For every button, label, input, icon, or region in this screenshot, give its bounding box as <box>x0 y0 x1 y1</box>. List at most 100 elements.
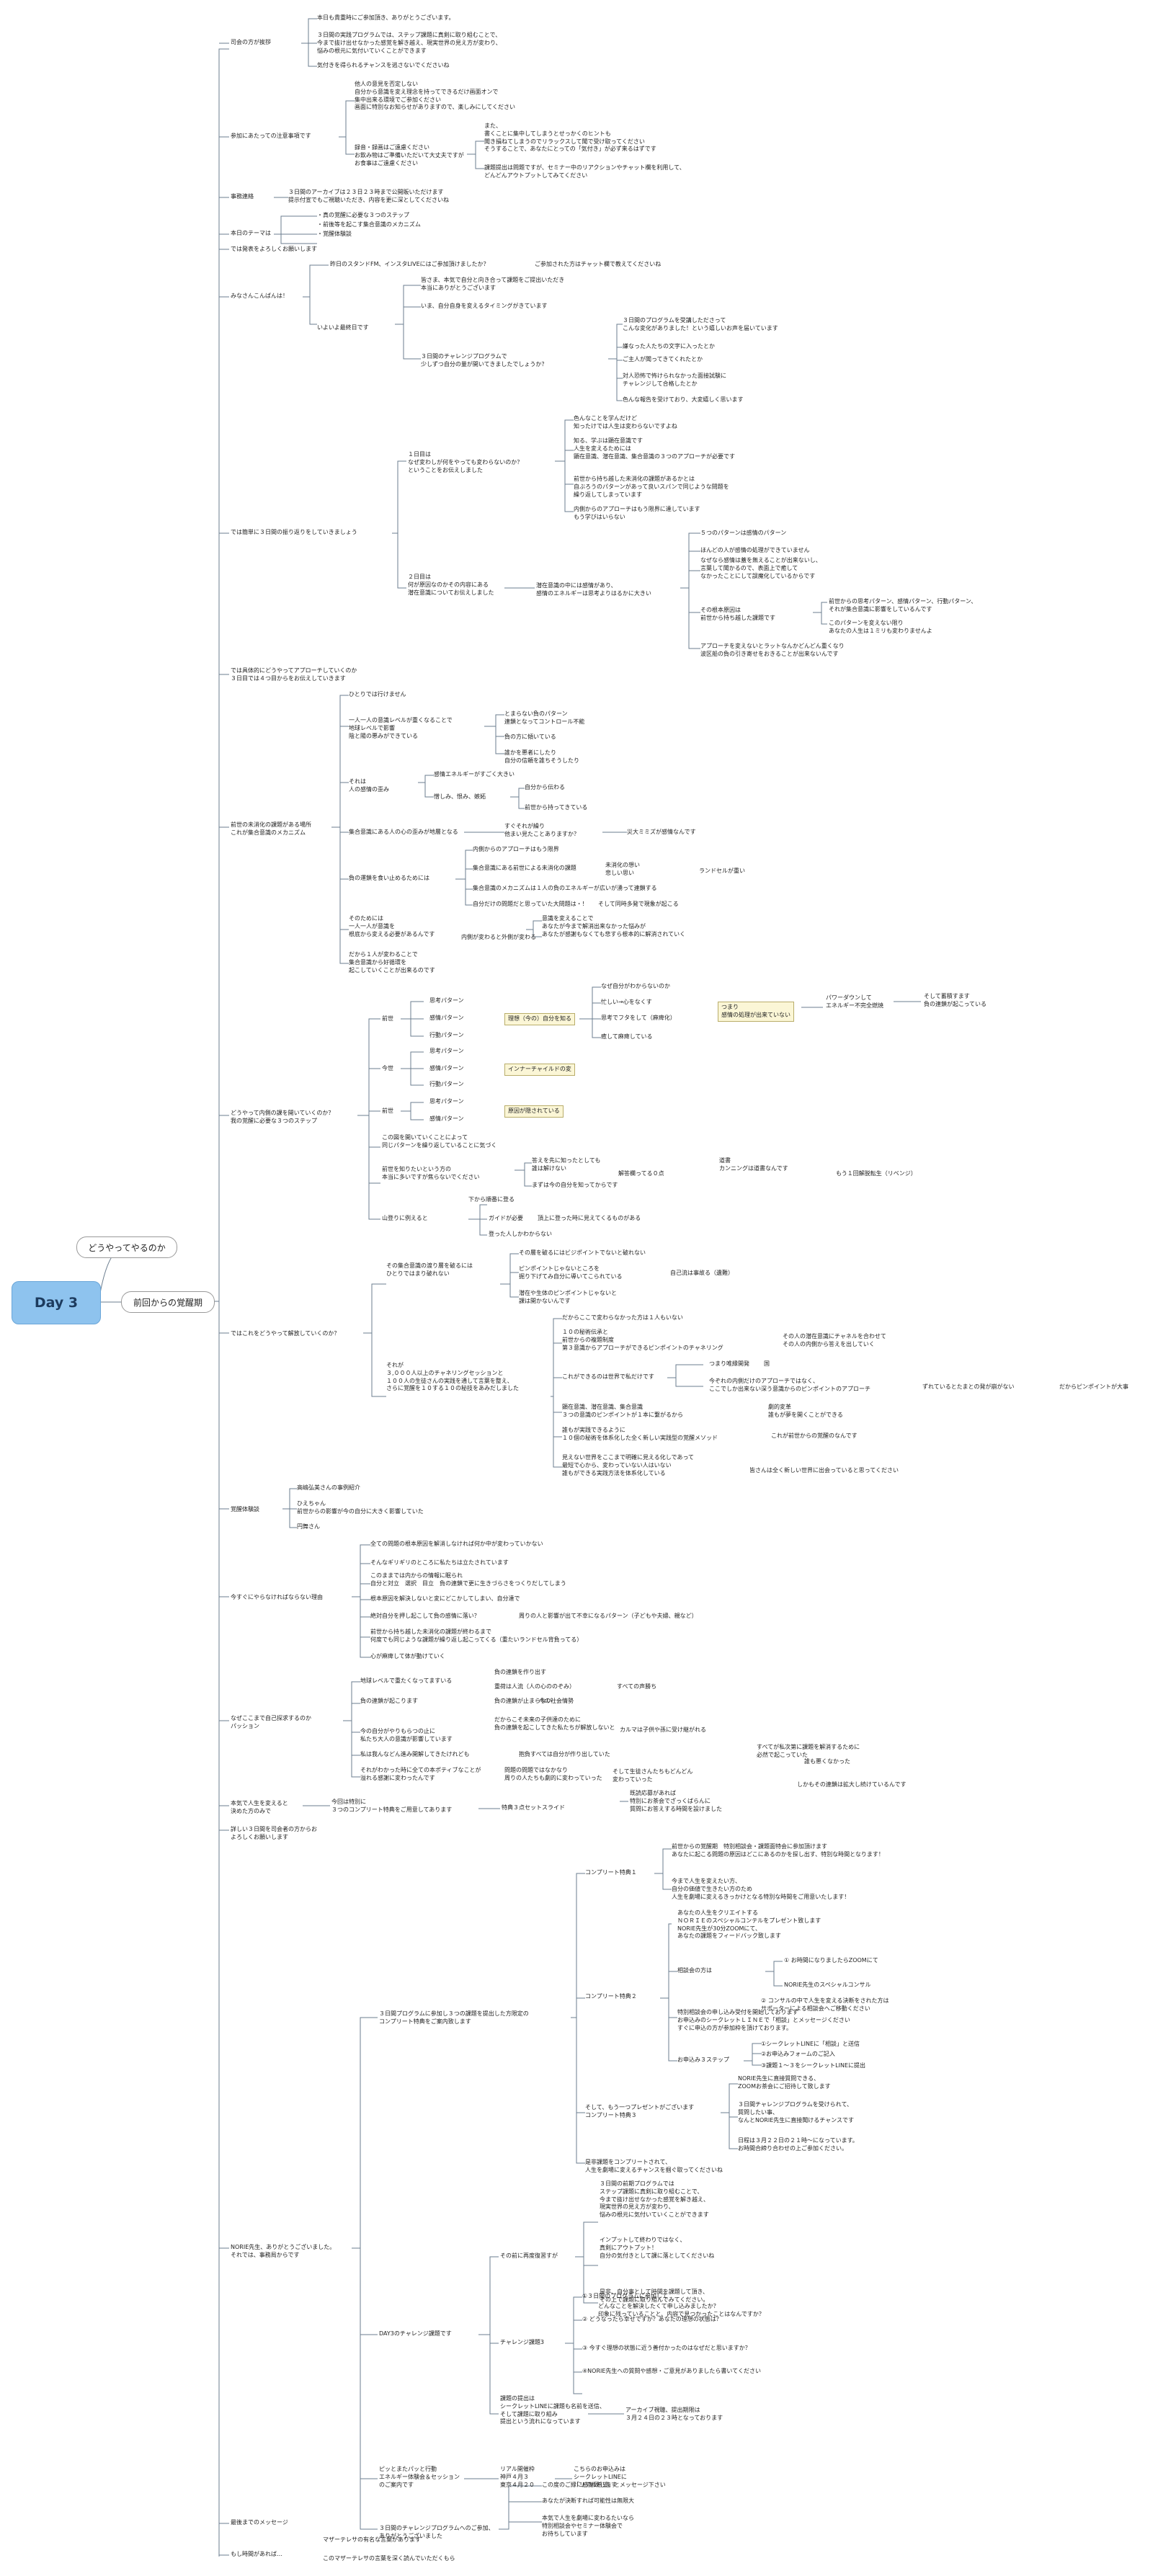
map-node[interactable]: ３日間チャレンジプログラムを受けられて、 質問したい事、 なんとNORIE先生に… <box>738 2101 855 2123</box>
root-node[interactable]: Day 3 <box>12 1281 101 1324</box>
map-node[interactable]: 内側が変わると外側が変わる <box>461 934 536 940</box>
map-node[interactable]: 相談会の方は <box>677 1967 712 1974</box>
map-node[interactable]: NORIE先生のスペシャルコンサル <box>784 1982 871 1988</box>
map-node[interactable]: だからピンポイントが大事 <box>1059 1383 1128 1390</box>
map-node[interactable]: 本日も貴重時にご参加頂き、ありがとうございます。 <box>317 14 455 21</box>
map-node[interactable]: お申込み３ステップ <box>677 2056 729 2063</box>
map-node[interactable]: ３日間のプログラムを受講したださって こんな変化がありました！という嬉しいお声を… <box>623 317 778 331</box>
map-node[interactable]: なぜ自分がわからないのか <box>601 983 670 989</box>
map-node[interactable]: ① お時間になりましたらZOOMにて <box>784 1957 878 1964</box>
map-node[interactable]: 誰もが実践できるように １０個の秘術を体系化した全く新しい実践型の覚醒メソッド <box>562 1427 718 1441</box>
map-node[interactable]: その層を破るにはビジポイントでないと破れない <box>519 1249 646 1256</box>
map-node[interactable]: 見えない世界をここまで明確に見える化しであって 最短で心から、変わっていない人は… <box>562 1454 695 1476</box>
map-node[interactable]: まずは今の自分を知ってからです <box>532 1182 618 1188</box>
map-node[interactable]: 重荷は人流（人の心ののぞみ） <box>494 1683 575 1690</box>
map-node[interactable]: 行動パターン <box>429 1081 464 1087</box>
map-node[interactable]: 原因が隠されている <box>504 1105 564 1118</box>
map-node[interactable]: この図を開いていくことによって 同じパターンを繰り返していることに気づく <box>382 1134 497 1149</box>
map-node[interactable]: ②お申込みフォームのご記入 <box>761 2051 835 2057</box>
map-node[interactable]: 誰かを悪者にしたり 自分の信頼を誰ちそうしたり <box>504 749 579 764</box>
map-node[interactable]: 高嶋弘美さんの事例紹介 <box>297 1484 360 1491</box>
level1-node[interactable]: 前世の未消化の課題がある場所 これが集合意識のメカニズム <box>231 821 311 836</box>
level1-node[interactable]: では発表をよろしくお願いします <box>231 246 317 252</box>
level1-node[interactable]: 今すぐにやらなければならない理由 <box>231 1594 323 1600</box>
map-node[interactable]: ③課題１〜３をシークレットLINEに提出 <box>761 2062 866 2069</box>
level1-node[interactable]: ではこれをどうやって解放していくのか？ <box>231 1330 340 1337</box>
map-node[interactable]: 本気で人生を劇場に変わるたいなら 特別相談会やセミナー体験会で お待ちしています <box>542 2515 634 2537</box>
map-node[interactable]: カルマは子供や孫に受け継がれる <box>620 1726 706 1733</box>
map-node[interactable]: 内側からのアプローチはもう限界 <box>473 846 559 852</box>
map-node[interactable]: このマザーテレサの言葉を深く読んでいただくもら <box>323 2555 455 2562</box>
map-node[interactable]: すべてが私次第に課題を解消するために 必然で起こっていた <box>757 1744 860 1758</box>
map-node[interactable]: 昨日のスタンドFM、インスタLIVEにはご参加頂けましたか？ <box>330 261 489 267</box>
map-node[interactable]: チャレンジ課題3 <box>500 2339 545 2345</box>
map-node[interactable]: 気付きを得られるチャンスを逃さないでくださいね <box>317 62 450 68</box>
map-node[interactable]: 感情パターン <box>429 1065 464 1071</box>
map-node[interactable]: その根本原因は 前世から持ち越した課題です <box>700 607 775 621</box>
map-node[interactable]: アプローチを変えないとラットなんかどんどん重くなり 波区船の負の引き寄せをおきる… <box>700 643 845 657</box>
map-node[interactable]: インナーチャイルドの変 <box>504 1064 575 1076</box>
map-node[interactable]: 前世からの覚醒期 特別相談会・課題面特会に参加頂けます あなたに起こる問題の原因… <box>672 1843 884 1858</box>
map-node[interactable]: 未消化の想い 悲しい思い <box>605 862 640 876</box>
map-node[interactable]: 癒して麻痺している <box>601 1033 653 1040</box>
map-node[interactable]: ３日間の実践プログラムでは、ステップ課題に真剣に取り組むことで、 今まで抜け出せ… <box>317 32 502 54</box>
map-node[interactable]: 前世 <box>382 1107 393 1114</box>
map-node[interactable]: コンプリート特典２ <box>585 1993 637 2000</box>
map-node[interactable]: 抱負すべては自分が作り出していた <box>519 1751 610 1757</box>
map-node[interactable]: 日程は３月２２日の２１時〜になっています。 お時間合締り合わせの上ご参加ください… <box>738 2137 858 2152</box>
map-node[interactable]: 内側からのアプローチはもう限界に達しています もう学びはいらない <box>574 506 700 520</box>
map-node[interactable]: ひえちゃん 前世からの影響が今の自分に大きく影響していた <box>297 1500 424 1515</box>
map-node[interactable]: 他人の意見を否定しない 自分から意識を変え理念を持ってできるだけ画面オンで 集中… <box>355 81 516 111</box>
map-node[interactable]: 山登りに例えると <box>382 1215 428 1221</box>
map-node[interactable]: 意識を変えることで あなたが今まで解消出来なかった悩みが あなたが感謝もなくても… <box>542 915 686 937</box>
map-node[interactable]: 絶対自分を押し起こして負の感情に落い？ <box>370 1613 480 1619</box>
map-node[interactable]: とまらない負のパターン 連鎖となってコントロール不能 <box>504 710 585 725</box>
map-node[interactable]: 全ての問題の根本原因を解消しなければ何か中が変わっていかない <box>370 1541 543 1547</box>
map-node[interactable]: 心が麻痺して体が動けていく <box>370 1653 445 1659</box>
map-node[interactable]: 私は我んなどん進み開解してきたけれども <box>360 1751 470 1757</box>
map-node[interactable]: そんなギリギリのところに私たちは立たされています <box>370 1559 509 1566</box>
map-node[interactable]: だからこそ未来の子供達のために 負の連鎖を起こしてきた私たちが解放しないと <box>494 1716 615 1731</box>
map-node[interactable]: 思考パターン <box>429 997 464 1004</box>
map-node[interactable]: ピッとまたパッと行動 エネルギー体験会＆セッション のご案内です <box>379 2466 460 2488</box>
map-node[interactable]: NORIE先生に直接質問できる、 ZOOMお茶会にご招待して致します <box>738 2075 831 2090</box>
map-node[interactable]: 対人恐怖で怖けられなかった面接試験に チャレンジして合格したとか <box>623 373 726 387</box>
map-node[interactable]: ３日間のチャレンジプログラムで 少しずつ自分の量が開いてきましたでしょうか？ <box>421 353 548 367</box>
map-node[interactable]: いよいよ最終日です <box>317 324 369 331</box>
map-node[interactable]: それがわかった時に全ての本ポティブなことが 溢れる感謝に変わったんです <box>360 1767 481 1781</box>
map-node[interactable]: 前世から持ってきている <box>525 804 588 811</box>
map-node[interactable]: 国 <box>764 1360 770 1367</box>
map-node[interactable]: 答えを先に知ったとしても 誰は解けない <box>532 1157 601 1172</box>
map-node[interactable]: 潜在や生体のピンポイントじゃないと 課は開かないんです <box>519 1290 617 1304</box>
map-node[interactable]: 下から順番に登る <box>468 1196 515 1203</box>
map-node[interactable]: 前世 <box>382 1015 393 1022</box>
map-node[interactable]: 道書 カンニングは道書なんです <box>719 1157 788 1172</box>
map-node[interactable]: 課題提出は問題ですが、セミナー中のリアクションやチャット欄を利用して、 どんどん… <box>484 164 685 179</box>
map-node[interactable]: 録音・録画はご遠慮ください お飲み物はご準備いただいて大丈夫ですが お食事はご遠… <box>355 144 464 166</box>
map-node[interactable]: これができるのは世界で私だけです <box>562 1373 654 1380</box>
map-node[interactable]: ３日間の前期プログラムでは ステップ課題に真剣に取り組むことで、 今まで抜け出せ… <box>600 2180 709 2219</box>
map-node[interactable]: 負の連鎖が止まらない <box>494 1698 552 1704</box>
topic-awakening[interactable]: 前回からの覚醒期 <box>121 1291 215 1313</box>
map-node[interactable]: この度のご縁に感謝致します <box>542 2482 617 2488</box>
map-node[interactable]: ・前後等を起こす集合意識のメカニズム <box>317 221 421 228</box>
map-node[interactable]: 自己流は事故る（遺難） <box>670 1270 734 1276</box>
map-node[interactable]: ①シークレットLINEに「相談」と送信 <box>761 2041 860 2047</box>
level1-node[interactable]: 本日のテーマは <box>231 230 271 236</box>
map-node[interactable]: 登った人しかわからない <box>489 1231 552 1237</box>
map-node[interactable]: 皆さんは全く新しい世界に出会っていると思ってください <box>749 1467 899 1474</box>
map-node[interactable]: だから１人が変わることで 集合意識から好循環を 起こしていくことが出来るのです <box>349 951 435 973</box>
level1-node[interactable]: 事務連絡 <box>231 193 254 200</box>
map-node[interactable]: パワーダウンして エネルギー不完全燃焼 <box>826 994 883 1009</box>
map-node[interactable]: しかもその連鎖は拡大し続けているんです <box>797 1781 907 1788</box>
map-node[interactable]: 顕在意識、潜在意識、集合意識 ３つの意識のピンポイントが１本に繋がるから <box>562 1404 683 1418</box>
map-node[interactable]: 忙しい→心をなくす <box>601 999 652 1005</box>
map-node[interactable]: こちらのお申込みは シークレットLINEに 「リアル希望」とメッセージ下さい <box>574 2466 666 2488</box>
map-node[interactable]: 集合意識のメカニズムは１人の負のエネルギーが広いが湧って連鎖する <box>473 885 657 891</box>
map-node[interactable]: このままでは内からの情報に眠られ 自分と対立 選択 目立 負の連鎖で更に生きづら… <box>370 1572 566 1587</box>
map-node[interactable]: このパターンを変えない限り あなたの人生は１ミリも変わりませんよ <box>829 620 932 634</box>
level1-node[interactable]: 参加にあたっての注意事項です <box>231 133 311 139</box>
map-node[interactable]: ・覚醒体験談 <box>317 231 352 237</box>
map-node[interactable]: ２日目は 何が原因なのかその内容にある 潜在意識についてお伝えしました <box>408 574 494 596</box>
map-node[interactable]: そして、もう一つプレゼントがございます コンプリート特典３ <box>585 2104 695 2118</box>
